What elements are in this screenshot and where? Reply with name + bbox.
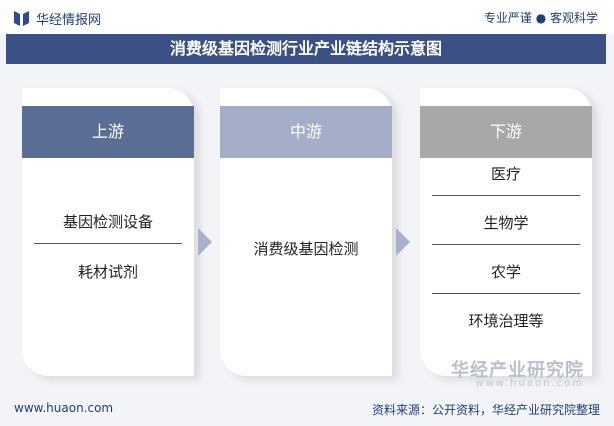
footer-website-link[interactable]: www.huaon.com [14,401,114,415]
upstream-item: 基因检测设备 [62,213,153,231]
upstream-card: 上游 基因检测设备 耗材试剂 [22,88,194,376]
midstream-body: 消费级基因检测 [220,158,392,376]
diagram-title: 消费级基因检测行业产业链结构示意图 [6,34,606,64]
downstream-card: 下游 医疗 生物学 农学 环境治理等 [420,88,592,376]
downstream-item: 环境治理等 [468,312,544,330]
divider [432,195,580,196]
site-name: 华经情报网 [36,13,102,28]
midstream-item: 消费级基因检测 [253,240,359,258]
downstream-item: 医疗 [490,165,521,183]
watermark-text: 华经产业研究院 [451,360,584,381]
divider [432,244,580,245]
flow-arrow-icon [198,228,212,256]
divider [432,293,580,294]
upstream-header: 上游 [22,106,194,158]
site-logo[interactable]: 华经情报网 [14,9,101,28]
downstream-header: 下游 [420,106,592,158]
upstream-item: 耗材试剂 [77,263,138,281]
downstream-item: 农学 [490,263,521,281]
huajing-logo-icon [14,11,30,26]
downstream-item: 生物学 [483,214,529,232]
divider [34,243,182,244]
midstream-header: 中游 [220,106,392,158]
upstream-body: 基因检测设备 耗材试剂 [22,158,194,376]
top-bar: 华经情报网 专业严谨 ● 客观科学 [0,0,614,34]
slogan: 专业严谨 ● 客观科学 [483,11,598,25]
midstream-card: 中游 消费级基因检测 [220,88,392,376]
watermark-url: www.huaon.com [475,378,584,389]
flow-arrow-icon [396,228,410,256]
downstream-body: 医疗 生物学 农学 环境治理等 [420,158,592,376]
footer-source: 资料来源：公开资料，华经产业研究院整理 [371,403,600,417]
